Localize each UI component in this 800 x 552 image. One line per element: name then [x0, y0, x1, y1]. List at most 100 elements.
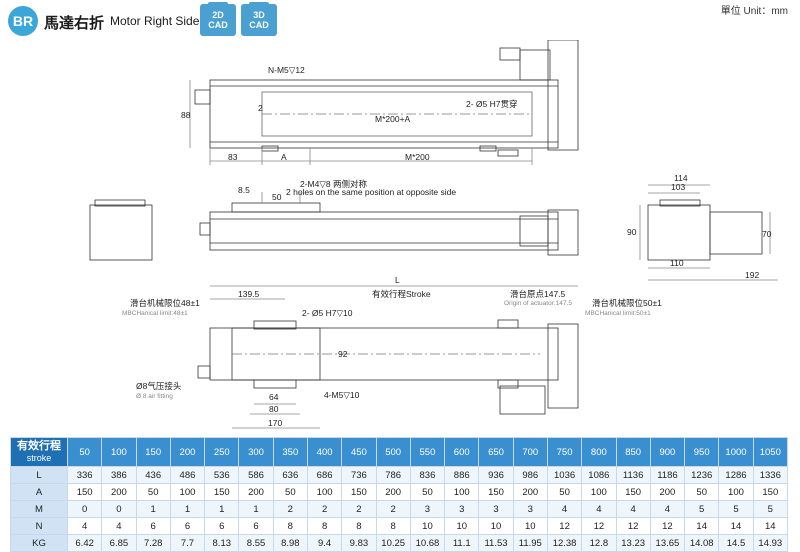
table-cell: 1 — [204, 500, 240, 518]
table-cell: 1336 — [752, 466, 789, 484]
stroke-header-cell: 950 — [684, 437, 720, 467]
dim-114: 114 — [674, 173, 688, 183]
drawing-labels: N-M5▽12 88 2 M*200+A 2- Ø5 H7贯穿 83 A M*2… — [122, 65, 772, 428]
dim-90: 90 — [627, 227, 637, 237]
table-cell: 14.93 — [752, 534, 789, 552]
table-cell: 386 — [101, 466, 137, 484]
air-label: Ø8气压接头 — [136, 381, 182, 391]
dim-50: 50 — [272, 192, 282, 202]
table-cell: 2 — [272, 500, 308, 518]
table-cell: 10.68 — [409, 534, 446, 552]
table-cell: 1036 — [546, 466, 583, 484]
table-cell: 12 — [581, 517, 617, 535]
label-88: 88 — [181, 110, 191, 120]
row-label-cell: N — [10, 517, 68, 535]
table-cell: 100 — [581, 483, 617, 501]
table-cell: 7.28 — [135, 534, 171, 552]
table-cell: 3 — [478, 500, 514, 518]
table-cell: 13.65 — [649, 534, 686, 552]
table-cell: 9.83 — [341, 534, 377, 552]
stroke-header-cell: 250 — [204, 437, 240, 467]
cad-3d-button[interactable]: 3D CAD — [241, 2, 277, 36]
table-cell: 1 — [135, 500, 171, 518]
table-cell: 100 — [718, 483, 754, 501]
table-cell: 14 — [718, 517, 754, 535]
table-cell: 150 — [478, 483, 514, 501]
dim-a: A — [281, 152, 287, 162]
table-cell: 4 — [649, 500, 686, 518]
title-en: Motor Right Side — [110, 14, 200, 28]
table-cell: 150 — [66, 483, 103, 501]
table-cell: 4 — [66, 517, 103, 535]
table-cell: 2 — [375, 500, 411, 518]
label-2: 2 — [258, 103, 263, 113]
limit-right-label-en: MBCHanical limit:50±1 — [585, 310, 651, 317]
table-cell: 4 — [615, 500, 651, 518]
label-m4-en: 2 holes on the same position at opposite… — [286, 187, 456, 197]
cad-3d-bottom: CAD — [249, 20, 269, 30]
table-cell: 6 — [238, 517, 274, 535]
table-cell: 10 — [478, 517, 514, 535]
dim-110: 110 — [670, 258, 684, 268]
stroke-header-cell: 350 — [272, 437, 308, 467]
table-cell: 4 — [546, 500, 583, 518]
label-m4: 2-M4▽8 两侧对称 — [300, 179, 367, 189]
table-cell: 8.98 — [272, 534, 308, 552]
br-badge: BR — [8, 6, 38, 36]
row-label-cell: A — [10, 483, 68, 501]
corner-zh: 有效行程 — [17, 440, 61, 452]
table-cell: 200 — [101, 483, 137, 501]
dim-83: 83 — [228, 152, 238, 162]
table-cell: 486 — [169, 466, 206, 484]
table-cell: 11.95 — [512, 534, 548, 552]
row-label-cell: L — [10, 466, 68, 484]
table-cell: 14 — [684, 517, 720, 535]
cad-2d-button[interactable]: 2D CAD — [200, 2, 236, 36]
stroke-header-cell: 100 — [101, 437, 137, 467]
table-cell: 50 — [409, 483, 446, 501]
table-cell: 3 — [409, 500, 446, 518]
table-cell: 50 — [135, 483, 171, 501]
stroke-header-cell: 650 — [478, 437, 514, 467]
hole-h7-label: 2- Ø5 H7▽10 — [302, 308, 353, 318]
table-cell: 636 — [272, 466, 308, 484]
table-cell: 150 — [615, 483, 651, 501]
table-cell: 50 — [684, 483, 720, 501]
stroke-header-cell: 750 — [546, 437, 583, 467]
stroke-header-cell: 700 — [512, 437, 548, 467]
table-cell: 10.25 — [375, 534, 411, 552]
end-view — [639, 184, 778, 281]
dim-70: 70 — [762, 229, 772, 239]
stroke-header-cell: 150 — [135, 437, 171, 467]
stroke-header-cell: 800 — [581, 437, 617, 467]
dim-103: 103 — [671, 182, 685, 192]
table-cell: 12 — [649, 517, 686, 535]
table-cell: 8 — [341, 517, 377, 535]
table-cell: 5 — [718, 500, 754, 518]
table-cell: 436 — [135, 466, 171, 484]
dim-192: 192 — [745, 270, 759, 280]
table-cell: 14.5 — [718, 534, 754, 552]
table-cell: 10 — [512, 517, 548, 535]
stroke-header-cell: 400 — [306, 437, 343, 467]
table-cell: 886 — [444, 466, 480, 484]
table-cell: 586 — [238, 466, 274, 484]
stroke-header-cell: 200 — [169, 437, 206, 467]
table-cell: 986 — [512, 466, 548, 484]
table-cell: 2 — [306, 500, 343, 518]
origin-label-en: Origin of actuator:147.5 — [504, 300, 572, 307]
m5-label: 4-M5▽10 — [324, 390, 360, 400]
bottom-view — [197, 285, 579, 429]
dim-139-5: 139.5 — [238, 289, 260, 299]
table-cell: 4 — [581, 500, 617, 518]
table-cell: 100 — [444, 483, 480, 501]
header: BR 馬達右折 Motor Right Side 2D CAD 3D CAD 單… — [0, 0, 800, 40]
air-label-en: Ø 8 air fitting — [136, 393, 173, 400]
cad-2d-bottom: CAD — [208, 20, 228, 30]
stroke-header-cell: 50 — [66, 437, 103, 467]
table-cell: 12.8 — [581, 534, 617, 552]
